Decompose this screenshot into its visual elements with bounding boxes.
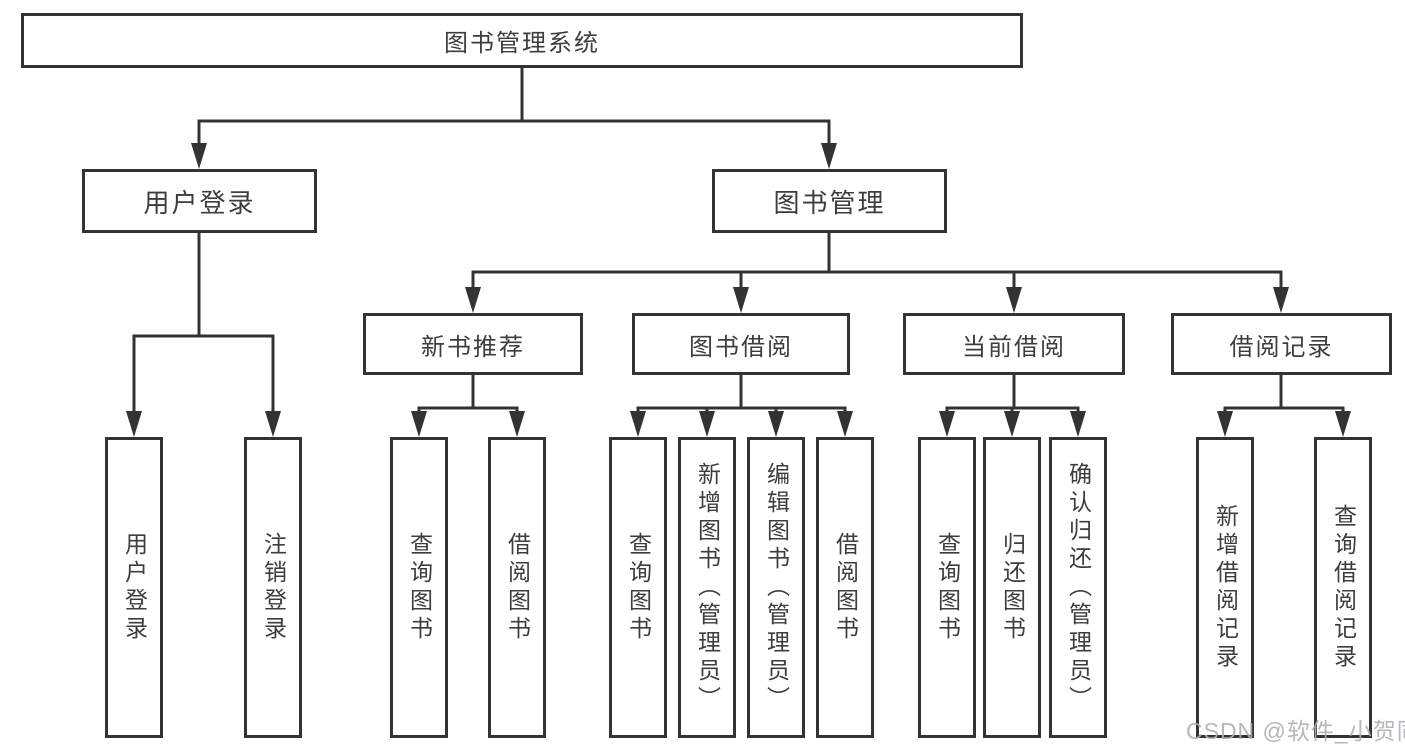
- node-label: 图书管理: [773, 187, 886, 218]
- node-label: 当前借阅: [962, 333, 1066, 361]
- leaf-add-borrow-record: 新增借阅记录: [1196, 437, 1254, 738]
- leaf-borrow-books-recommend: 借阅图书: [488, 437, 546, 738]
- leaf-confirm-return-admin: 确认归还（管理员）: [1049, 437, 1107, 738]
- leaf-logout: 注销登录: [244, 437, 302, 738]
- node-label: 新增图书（管理员）: [694, 461, 721, 714]
- node-book-management: 图书管理: [712, 169, 947, 233]
- leaf-query-borrow-record: 查询借阅记录: [1314, 437, 1372, 738]
- node-label: 查询图书: [934, 531, 961, 644]
- leaf-query-books-recommend: 查询图书: [390, 437, 448, 738]
- node-label: 借阅图书: [504, 531, 531, 644]
- leaf-user-login: 用户登录: [105, 437, 163, 738]
- node-label: 新增借阅记录: [1212, 503, 1239, 672]
- node-label: 编辑图书（管理员）: [763, 461, 790, 714]
- node-user-login: 用户登录: [82, 169, 317, 233]
- node-book-borrowing: 图书借阅: [632, 313, 850, 375]
- leaf-borrow-books: 借阅图书: [816, 437, 874, 738]
- node-label: 确认归还（管理员）: [1065, 461, 1092, 714]
- node-label: 用户登录: [143, 187, 256, 218]
- leaf-query-books-borrow: 查询图书: [609, 437, 667, 738]
- node-label: 查询借阅记录: [1330, 503, 1357, 672]
- node-label: 借阅记录: [1229, 333, 1334, 361]
- node-label: 用户登录: [121, 531, 148, 644]
- arrow-down-icons: [126, 143, 1351, 437]
- leaf-add-books-admin: 新增图书（管理员）: [678, 437, 736, 738]
- node-borrowing-records: 借阅记录: [1171, 313, 1392, 375]
- node-label: 注销登录: [260, 531, 287, 644]
- node-label: 借阅图书: [832, 531, 859, 644]
- node-label: 新书推荐: [421, 333, 525, 361]
- node-label: 图书借阅: [689, 333, 793, 361]
- leaf-query-books-current: 查询图书: [918, 437, 976, 738]
- leaf-return-books: 归还图书: [983, 437, 1041, 738]
- node-library-management-system: 图书管理系统: [21, 13, 1023, 68]
- node-new-book-recommendation: 新书推荐: [363, 313, 583, 375]
- node-current-borrowing: 当前借阅: [903, 313, 1125, 375]
- node-label: 归还图书: [999, 531, 1026, 644]
- node-label: 查询图书: [406, 531, 433, 644]
- node-label: 查询图书: [625, 531, 652, 644]
- leaf-edit-books-admin: 编辑图书（管理员）: [747, 437, 805, 738]
- node-label: 图书管理系统: [444, 30, 600, 57]
- watermark: CSDN @软件_小贺同学: [1186, 718, 1405, 744]
